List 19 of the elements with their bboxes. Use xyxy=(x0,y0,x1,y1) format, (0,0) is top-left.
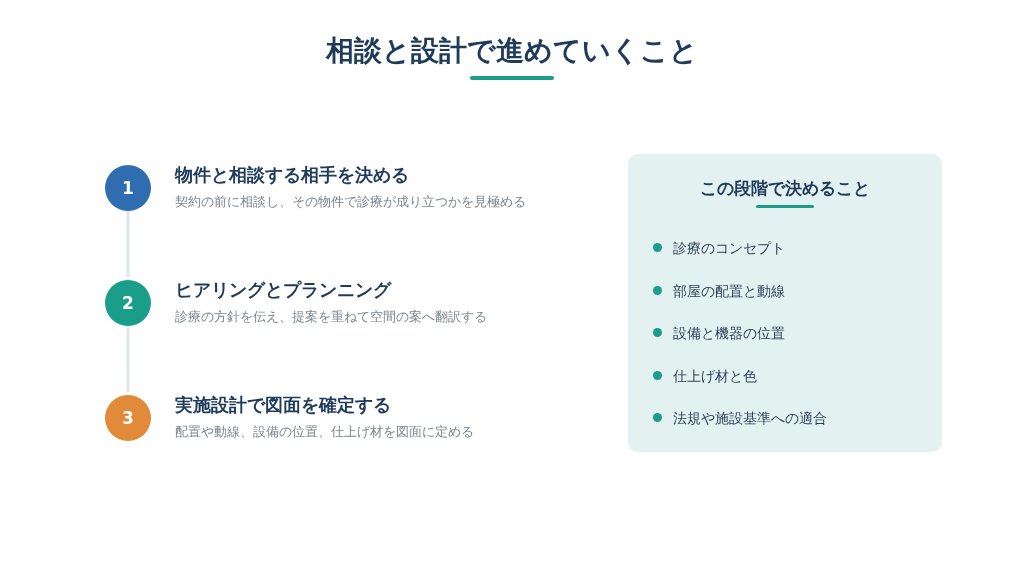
list-item: 部屋の配置と動線 xyxy=(673,281,785,301)
list-item: 設備と機器の位置 xyxy=(673,324,785,343)
list-item: 仕上げ材と色 xyxy=(673,366,757,386)
connector-line xyxy=(126,324,130,392)
step-heading: 実施設計で図面を確定する xyxy=(175,393,391,417)
panel-heading: この段階で決めること xyxy=(699,177,871,200)
step-description: 契約の前に相談し、その物件で診療が成り立つかを見極める xyxy=(175,193,526,211)
list-item: 診療のコンセプト xyxy=(673,239,785,258)
connector-line xyxy=(126,209,130,277)
step-description: 配置や動線、設備の位置、仕上げ材を図面に定める xyxy=(175,423,474,441)
list-item: 法規や施設基準への適合 xyxy=(673,409,827,428)
step-circle: 1 xyxy=(105,165,151,211)
step-circle: 2 xyxy=(105,280,151,326)
step-description: 診療の方針を伝え、提案を重ねて空間の案へ翻訳する xyxy=(175,308,487,326)
info-panel xyxy=(628,154,942,452)
page-title: 相談と設計で進めていくこと xyxy=(324,33,699,69)
step-heading: 物件と相談する相手を決める xyxy=(175,163,409,187)
step-heading: ヒアリングとプランニング xyxy=(175,278,391,302)
step-circle: 3 xyxy=(105,395,151,441)
